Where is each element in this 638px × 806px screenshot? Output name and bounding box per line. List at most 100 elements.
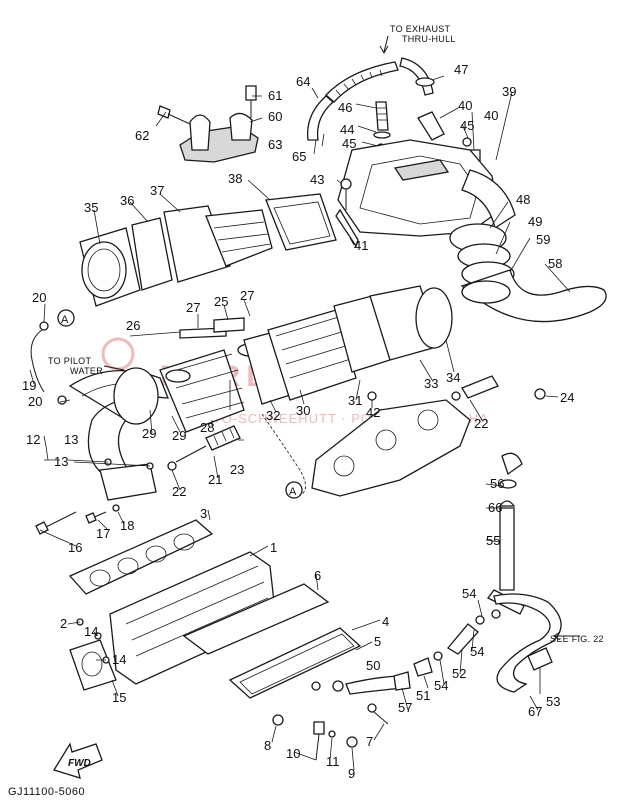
label-27b: 27 <box>240 288 254 303</box>
label-36: 36 <box>120 193 134 208</box>
label-45a: 45 <box>460 118 474 133</box>
hose-55 <box>499 507 515 591</box>
label-20b: 20 <box>28 394 42 409</box>
bolt-7-shank <box>373 711 389 725</box>
bracket-62-clamp <box>189 114 211 151</box>
gasket-15 <box>69 639 117 691</box>
label-7: 7 <box>366 734 373 749</box>
cover-port-3 <box>417 409 439 431</box>
label-40b: 40 <box>484 108 498 123</box>
flange-35-bore <box>81 241 127 299</box>
label-47: 47 <box>454 62 468 77</box>
label-30: 30 <box>296 403 310 418</box>
ref-a-circle-top <box>57 309 75 327</box>
tube-34-ring <box>415 287 453 349</box>
label-43: 43 <box>310 172 324 187</box>
label-54a: 54 <box>462 586 476 601</box>
cover-port-2 <box>375 429 397 451</box>
label-46: 46 <box>338 100 352 115</box>
label-25: 25 <box>214 294 228 309</box>
label-53: 53 <box>546 694 560 709</box>
see-fig-arrow <box>553 631 561 641</box>
gasket-3-port-4 <box>173 533 195 551</box>
clamp-20-top <box>39 321 49 331</box>
cover-port-1 <box>333 455 355 477</box>
fwd-arrow: FWD <box>53 742 103 779</box>
exhaust-chamber-assembly <box>79 193 337 307</box>
label-60: 60 <box>268 109 282 124</box>
label-15: 15 <box>112 690 126 705</box>
manifold-1-detail <box>125 565 269 657</box>
label-31: 31 <box>348 393 362 408</box>
label-54c: 54 <box>434 678 448 693</box>
watermark-logo-ring <box>101 337 135 371</box>
label-6: 6 <box>314 568 321 583</box>
label-28: 28 <box>200 420 214 435</box>
bolt-62-head <box>157 105 171 119</box>
label-56: 56 <box>490 476 504 491</box>
label-45b: 45 <box>342 136 356 151</box>
label-13a: 13 <box>64 432 78 447</box>
gasket-38 <box>265 193 337 251</box>
label-37: 37 <box>150 183 164 198</box>
label-8: 8 <box>264 738 271 753</box>
label-21: 21 <box>208 472 222 487</box>
label-27a: 27 <box>186 300 200 315</box>
clamp-57 <box>393 671 411 691</box>
label-29a: 29 <box>142 426 156 441</box>
hose-63 <box>306 95 334 141</box>
label-54b: 54 <box>470 644 484 659</box>
sensor-10-wire <box>315 733 320 761</box>
label-13b: 13 <box>54 454 68 469</box>
joint-tube-assembly <box>113 285 453 433</box>
label-50: 50 <box>366 658 380 673</box>
fitting-66 <box>498 500 516 507</box>
pipe-12-flange <box>99 463 157 501</box>
gasket-3-port-3 <box>145 545 167 563</box>
label-63: 63 <box>268 137 282 152</box>
hose-23-ribs <box>213 428 235 446</box>
hose-58-end <box>461 280 511 304</box>
elbow-52 <box>447 623 479 655</box>
label-11: 11 <box>326 754 340 769</box>
bolt-62-shank <box>167 113 191 125</box>
label-35: 35 <box>84 200 98 215</box>
label-33: 33 <box>424 376 438 391</box>
label-2: 2 <box>60 616 67 631</box>
muffler-brand-plate <box>393 159 450 181</box>
tube-28-ribs <box>169 353 245 419</box>
muffler-assembly <box>335 139 516 248</box>
fitting-5 <box>311 681 321 691</box>
hose-24-fitting <box>461 375 499 399</box>
ref-a-leader <box>261 413 306 495</box>
label-41: 41 <box>354 238 368 253</box>
label-26: 26 <box>126 318 140 333</box>
label-23: 23 <box>230 462 244 477</box>
bolt-16-shank <box>43 511 77 529</box>
part-labels: 47 64 61 39 46 40 60 40 44 45 62 63 45 6… <box>22 62 574 781</box>
clamp-24 <box>534 388 546 400</box>
label-44: 44 <box>340 122 354 137</box>
label-49: 49 <box>528 214 542 229</box>
ref-a-circle-bottom <box>285 481 303 499</box>
label-22a: 22 <box>172 484 186 499</box>
label-19: 19 <box>22 378 36 393</box>
bracket-60-clamp <box>229 112 253 141</box>
water-fittings <box>167 375 546 471</box>
label-39: 39 <box>502 84 516 99</box>
bracket-assembly <box>157 85 259 163</box>
bolt-42 <box>367 391 377 401</box>
water-hose-assembly <box>332 452 580 695</box>
clamp-47 <box>415 77 435 87</box>
washer-66 <box>499 479 517 489</box>
hose-64 <box>325 61 399 103</box>
outlet-hose-assembly <box>449 223 607 323</box>
fitting-54a <box>433 651 443 661</box>
label-65: 65 <box>292 149 306 164</box>
plug-8 <box>272 714 284 726</box>
ref-a-bottom-text: A <box>289 486 297 498</box>
bolt-43 <box>340 178 352 190</box>
washer-22 <box>167 461 177 471</box>
label-34: 34 <box>446 370 460 385</box>
